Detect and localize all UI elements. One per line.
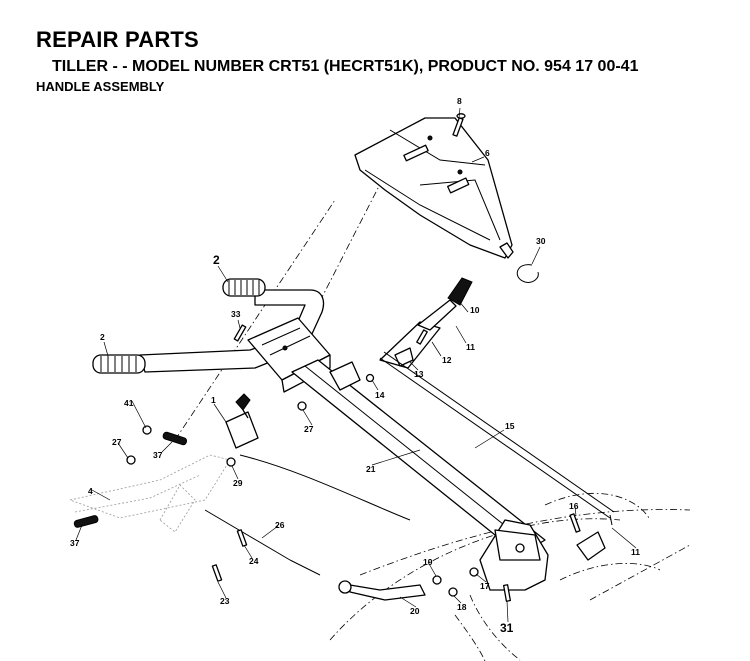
lower-housing-bracket: [479, 519, 549, 591]
callout-19: 19: [423, 557, 433, 567]
callout-23: 23: [220, 596, 230, 606]
callout-20: 20: [410, 606, 420, 616]
part-37b-pin: [73, 515, 99, 528]
callout-14: 14: [375, 390, 385, 400]
part-2-handlebar: [92, 278, 325, 374]
callout-16: 16: [569, 501, 579, 511]
callout-13: 13: [414, 369, 424, 379]
callout-8: 8: [457, 96, 462, 106]
callout-26: 26: [275, 520, 285, 530]
callout-11b: 11: [631, 547, 640, 557]
fasteners: [126, 324, 512, 602]
callout-31: 31: [500, 621, 514, 635]
part-37a-pin: [162, 431, 188, 446]
tiller-body-outline: [174, 154, 691, 661]
callout-21: 21: [366, 464, 376, 474]
callout-18: 18: [457, 602, 467, 612]
callout-33: 33: [231, 309, 241, 319]
part-6-handle-cover: [354, 117, 514, 259]
callout-2b: 2: [100, 332, 105, 342]
part-10-shift-lever: [379, 277, 473, 369]
callout-30: 30: [536, 236, 546, 246]
part-1-clutch-control: [225, 393, 259, 449]
callout-37a: 37: [153, 450, 163, 460]
callout-29: 29: [233, 478, 243, 488]
callout-41: 41: [124, 398, 134, 408]
section-heading: HANDLE ASSEMBLY: [36, 79, 165, 94]
part-21-handle-tube: [291, 359, 546, 556]
callout-12: 12: [442, 355, 452, 365]
callout-27a: 27: [112, 437, 122, 447]
callout-11a: 11: [466, 342, 475, 352]
callout-15: 15: [505, 421, 515, 431]
part-20-lever: [338, 580, 426, 601]
part-15-shift-rod: [379, 351, 615, 526]
callout-27b: 27: [304, 424, 314, 434]
leader-lines: [75, 107, 637, 623]
callout-37b: 37: [70, 538, 80, 548]
part-26-control-cable: [204, 454, 411, 576]
callout-24: 24: [249, 556, 259, 566]
callout-10: 10: [470, 305, 480, 315]
callout-2a: 2: [213, 253, 220, 267]
page-title: REPAIR PARTS: [36, 27, 199, 52]
callout-6: 6: [485, 148, 490, 158]
callout-17: 17: [480, 581, 490, 591]
part-30-retaining-ring: [516, 264, 539, 283]
callout-4: 4: [88, 486, 93, 496]
model-subtitle: TILLER - - MODEL NUMBER CRT51 (HECRT51K)…: [52, 58, 639, 75]
callout-1: 1: [211, 395, 216, 405]
part-16-bracket: [569, 513, 606, 561]
